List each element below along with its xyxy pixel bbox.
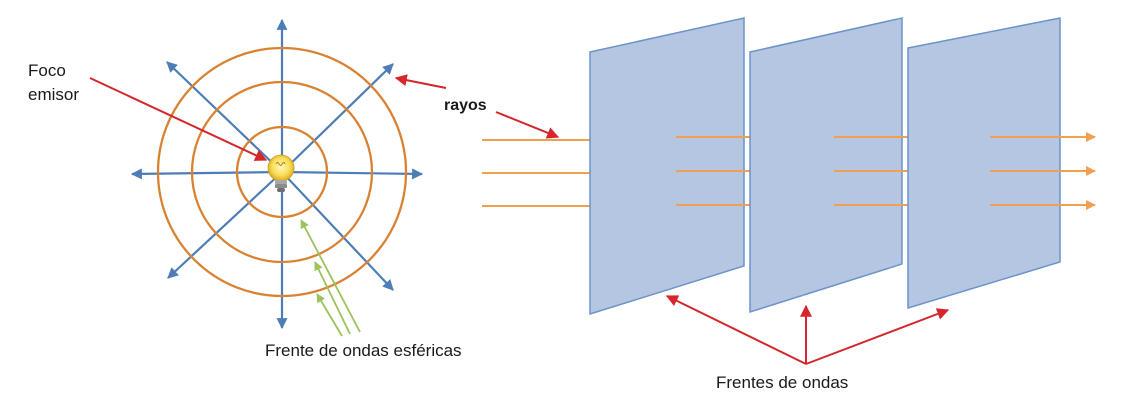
ray-arrow-right [281,168,424,180]
ray-arrow-up-left [166,61,283,173]
wave-front-panel-1 [589,17,745,316]
ray-arrow-up-right [281,63,394,173]
front-pointer-1 [665,295,807,365]
plane-wave-group: rayos Frentes de ondas [394,17,1096,392]
green-pointer-middle [314,261,351,335]
source-pointer-arrow [89,77,268,161]
source-label-line2: emisor [28,85,79,104]
plane-fronts-label: Frentes de ondas [716,373,848,392]
outgoing-rays [990,132,1096,210]
wave-front-panel-2 [749,17,903,314]
wave-front-panel-3 [907,17,1061,310]
wave-front-rings [156,46,408,298]
green-pointer-outer [316,293,343,337]
ray-arrow-down-left [167,171,283,279]
wave-ring-outer [156,46,408,298]
rays-between-panels-1-2 [676,136,750,206]
incoming-rays [482,139,590,207]
plane-front-pointers [665,295,950,365]
wave-ring-middle [190,80,374,264]
spherical-wave-group: Foco emisor Frente de ondas esféricas [28,18,462,360]
lightbulb-icon [267,154,295,192]
green-pointer-inner [300,219,361,333]
spherical-front-label: Frente de ondas esféricas [265,341,462,360]
ray-arrow-left [130,168,283,180]
ray-arrow-down-right [281,171,394,291]
rays-between-panels-2-3 [834,136,908,206]
wave-ring-inner [235,125,329,219]
spherical-front-pointers [300,219,361,337]
rays-pointer-to-circle [394,74,447,89]
rays-pointer-to-beam [495,111,560,139]
rays-label: rayos [444,97,487,114]
front-pointer-3 [805,308,950,365]
source-label-line1: Foco [28,61,66,80]
